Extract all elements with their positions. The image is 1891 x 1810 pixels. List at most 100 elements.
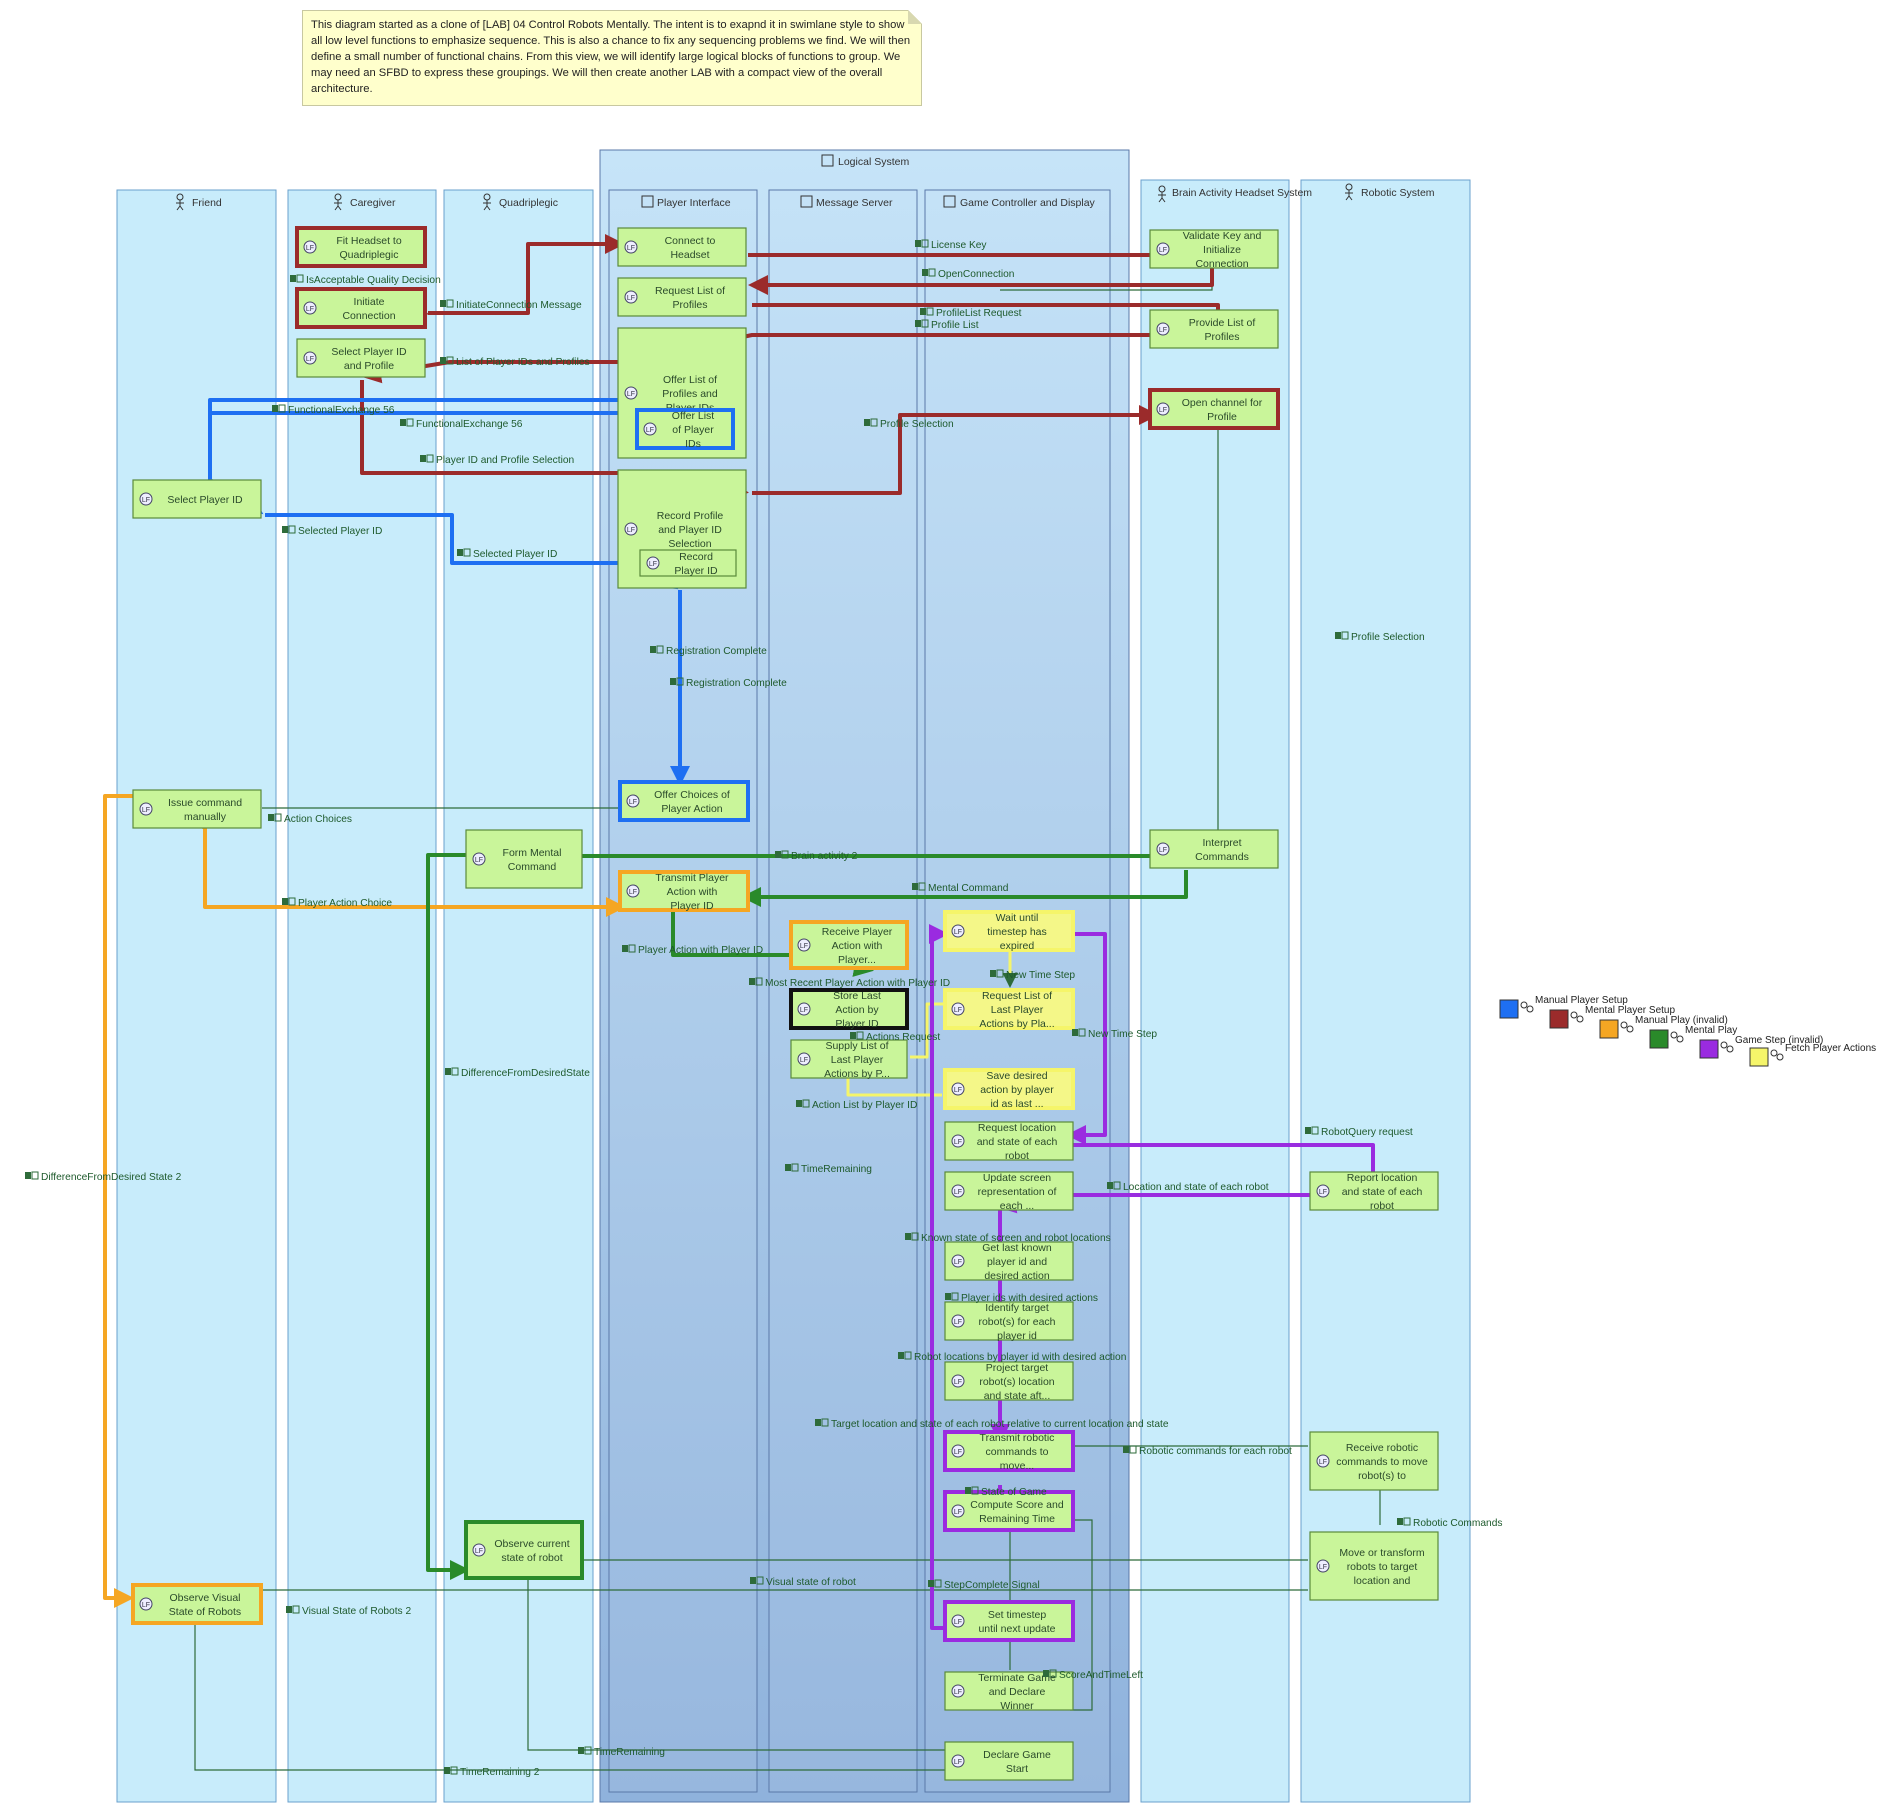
exchange-label[interactable]: Action Choices: [268, 813, 352, 825]
function-rect: [1149, 829, 1279, 869]
function-icon: LF: [1316, 1184, 1330, 1198]
exchange-label[interactable]: DifferenceFromDesiredState: [445, 1067, 590, 1079]
exchange-icon: [457, 548, 471, 557]
function-icon: LF: [951, 1684, 965, 1698]
exchange-label[interactable]: Player ids with desired actions: [945, 1292, 1098, 1304]
exchange-label[interactable]: Selected Player ID: [457, 548, 557, 560]
function-rect: [1309, 1531, 1439, 1601]
exchange-label[interactable]: StepComplete Signal: [928, 1579, 1040, 1591]
exchange-label[interactable]: OpenConnection: [922, 268, 1014, 280]
svg-text:LF: LF: [954, 1509, 962, 1516]
exchange-label[interactable]: FunctionalExchange 56: [272, 404, 395, 416]
exchange-label[interactable]: Action List by Player ID: [796, 1099, 917, 1111]
exchange-label[interactable]: Selected Player ID: [282, 525, 382, 537]
actor-icon: [334, 193, 342, 211]
exchange-label[interactable]: Visual state of robot: [750, 1576, 856, 1588]
exchange-label[interactable]: Robot locations by player id with desire…: [898, 1351, 1126, 1363]
function-icon: LF: [472, 852, 486, 866]
svg-text:LF: LF: [646, 427, 654, 434]
exchange-label[interactable]: Mental Command: [912, 882, 1009, 894]
exchange-label[interactable]: InitiateConnection Message: [440, 299, 582, 311]
exchange-label[interactable]: TimeRemaining 2: [444, 1766, 540, 1778]
exchange-text: ProfileList Request: [936, 308, 1022, 319]
exchange-label[interactable]: New Time Step: [1072, 1028, 1157, 1040]
exchange-label[interactable]: Profile Selection: [864, 418, 954, 430]
exchange-label[interactable]: Robotic commands for each robot: [1123, 1445, 1292, 1457]
exchange-label[interactable]: Most Recent Player Action with Player ID: [749, 977, 950, 989]
exchange-label[interactable]: Target location and state of each robot …: [815, 1418, 1169, 1430]
exchange-label[interactable]: Actions Request: [850, 1031, 940, 1043]
exchange-label[interactable]: New Time Step: [990, 969, 1075, 981]
exchange-label[interactable]: List of Player IDs and Profiles: [440, 356, 590, 368]
exchange-label[interactable]: Location and state of each robot: [1107, 1181, 1269, 1193]
exchange-label[interactable]: Player ID and Profile Selection: [420, 454, 574, 466]
legend-swatch: [1699, 1039, 1719, 1059]
exchange-label[interactable]: Registration Complete: [650, 645, 767, 657]
svg-text:LF: LF: [142, 497, 150, 504]
exchange-label[interactable]: ProfileList Request: [920, 307, 1022, 319]
exchange-label[interactable]: State of Game: [965, 1486, 1047, 1498]
exchange-label[interactable]: Player Action Choice: [282, 897, 392, 909]
exchange-label[interactable]: TimeRemaining: [578, 1746, 665, 1758]
exchange-label[interactable]: RobotQuery request: [1305, 1126, 1413, 1138]
exchange-label[interactable]: License Key: [915, 239, 987, 251]
exchange-label[interactable]: Brain activity 2: [775, 850, 858, 862]
exchange-label[interactable]: IsAcceptable Quality Decision: [290, 274, 441, 286]
exchange-label[interactable]: Profile List: [915, 319, 979, 331]
exchange-label[interactable]: Visual State of Robots 2: [286, 1605, 411, 1617]
component-icon: [800, 195, 813, 208]
function-icon: LF: [1316, 1559, 1330, 1573]
exchange-label[interactable]: Profile Selection: [1335, 631, 1425, 643]
exchange-label[interactable]: ScoreAndTimeLeft: [1043, 1669, 1143, 1681]
exchange-label[interactable]: Robotic Commands: [1397, 1517, 1502, 1529]
exchange-label[interactable]: TimeRemaining: [785, 1163, 872, 1175]
exchange-label[interactable]: Known state of screen and robot location…: [905, 1232, 1111, 1244]
exchange-label[interactable]: Registration Complete: [670, 677, 787, 689]
exchange-label[interactable]: DifferenceFromDesired State 2: [25, 1171, 182, 1183]
lane-headers: Friend Caregiver Quadriplegic Logical Sy…: [176, 154, 1435, 211]
exchange-text: Most Recent Player Action with Player ID: [765, 978, 950, 989]
svg-text:LF: LF: [954, 1319, 962, 1326]
function-rect: [944, 1171, 1074, 1211]
exchange-label[interactable]: Player Action with Player ID: [622, 944, 763, 956]
exchange-label[interactable]: FunctionalExchange 56: [400, 418, 523, 430]
